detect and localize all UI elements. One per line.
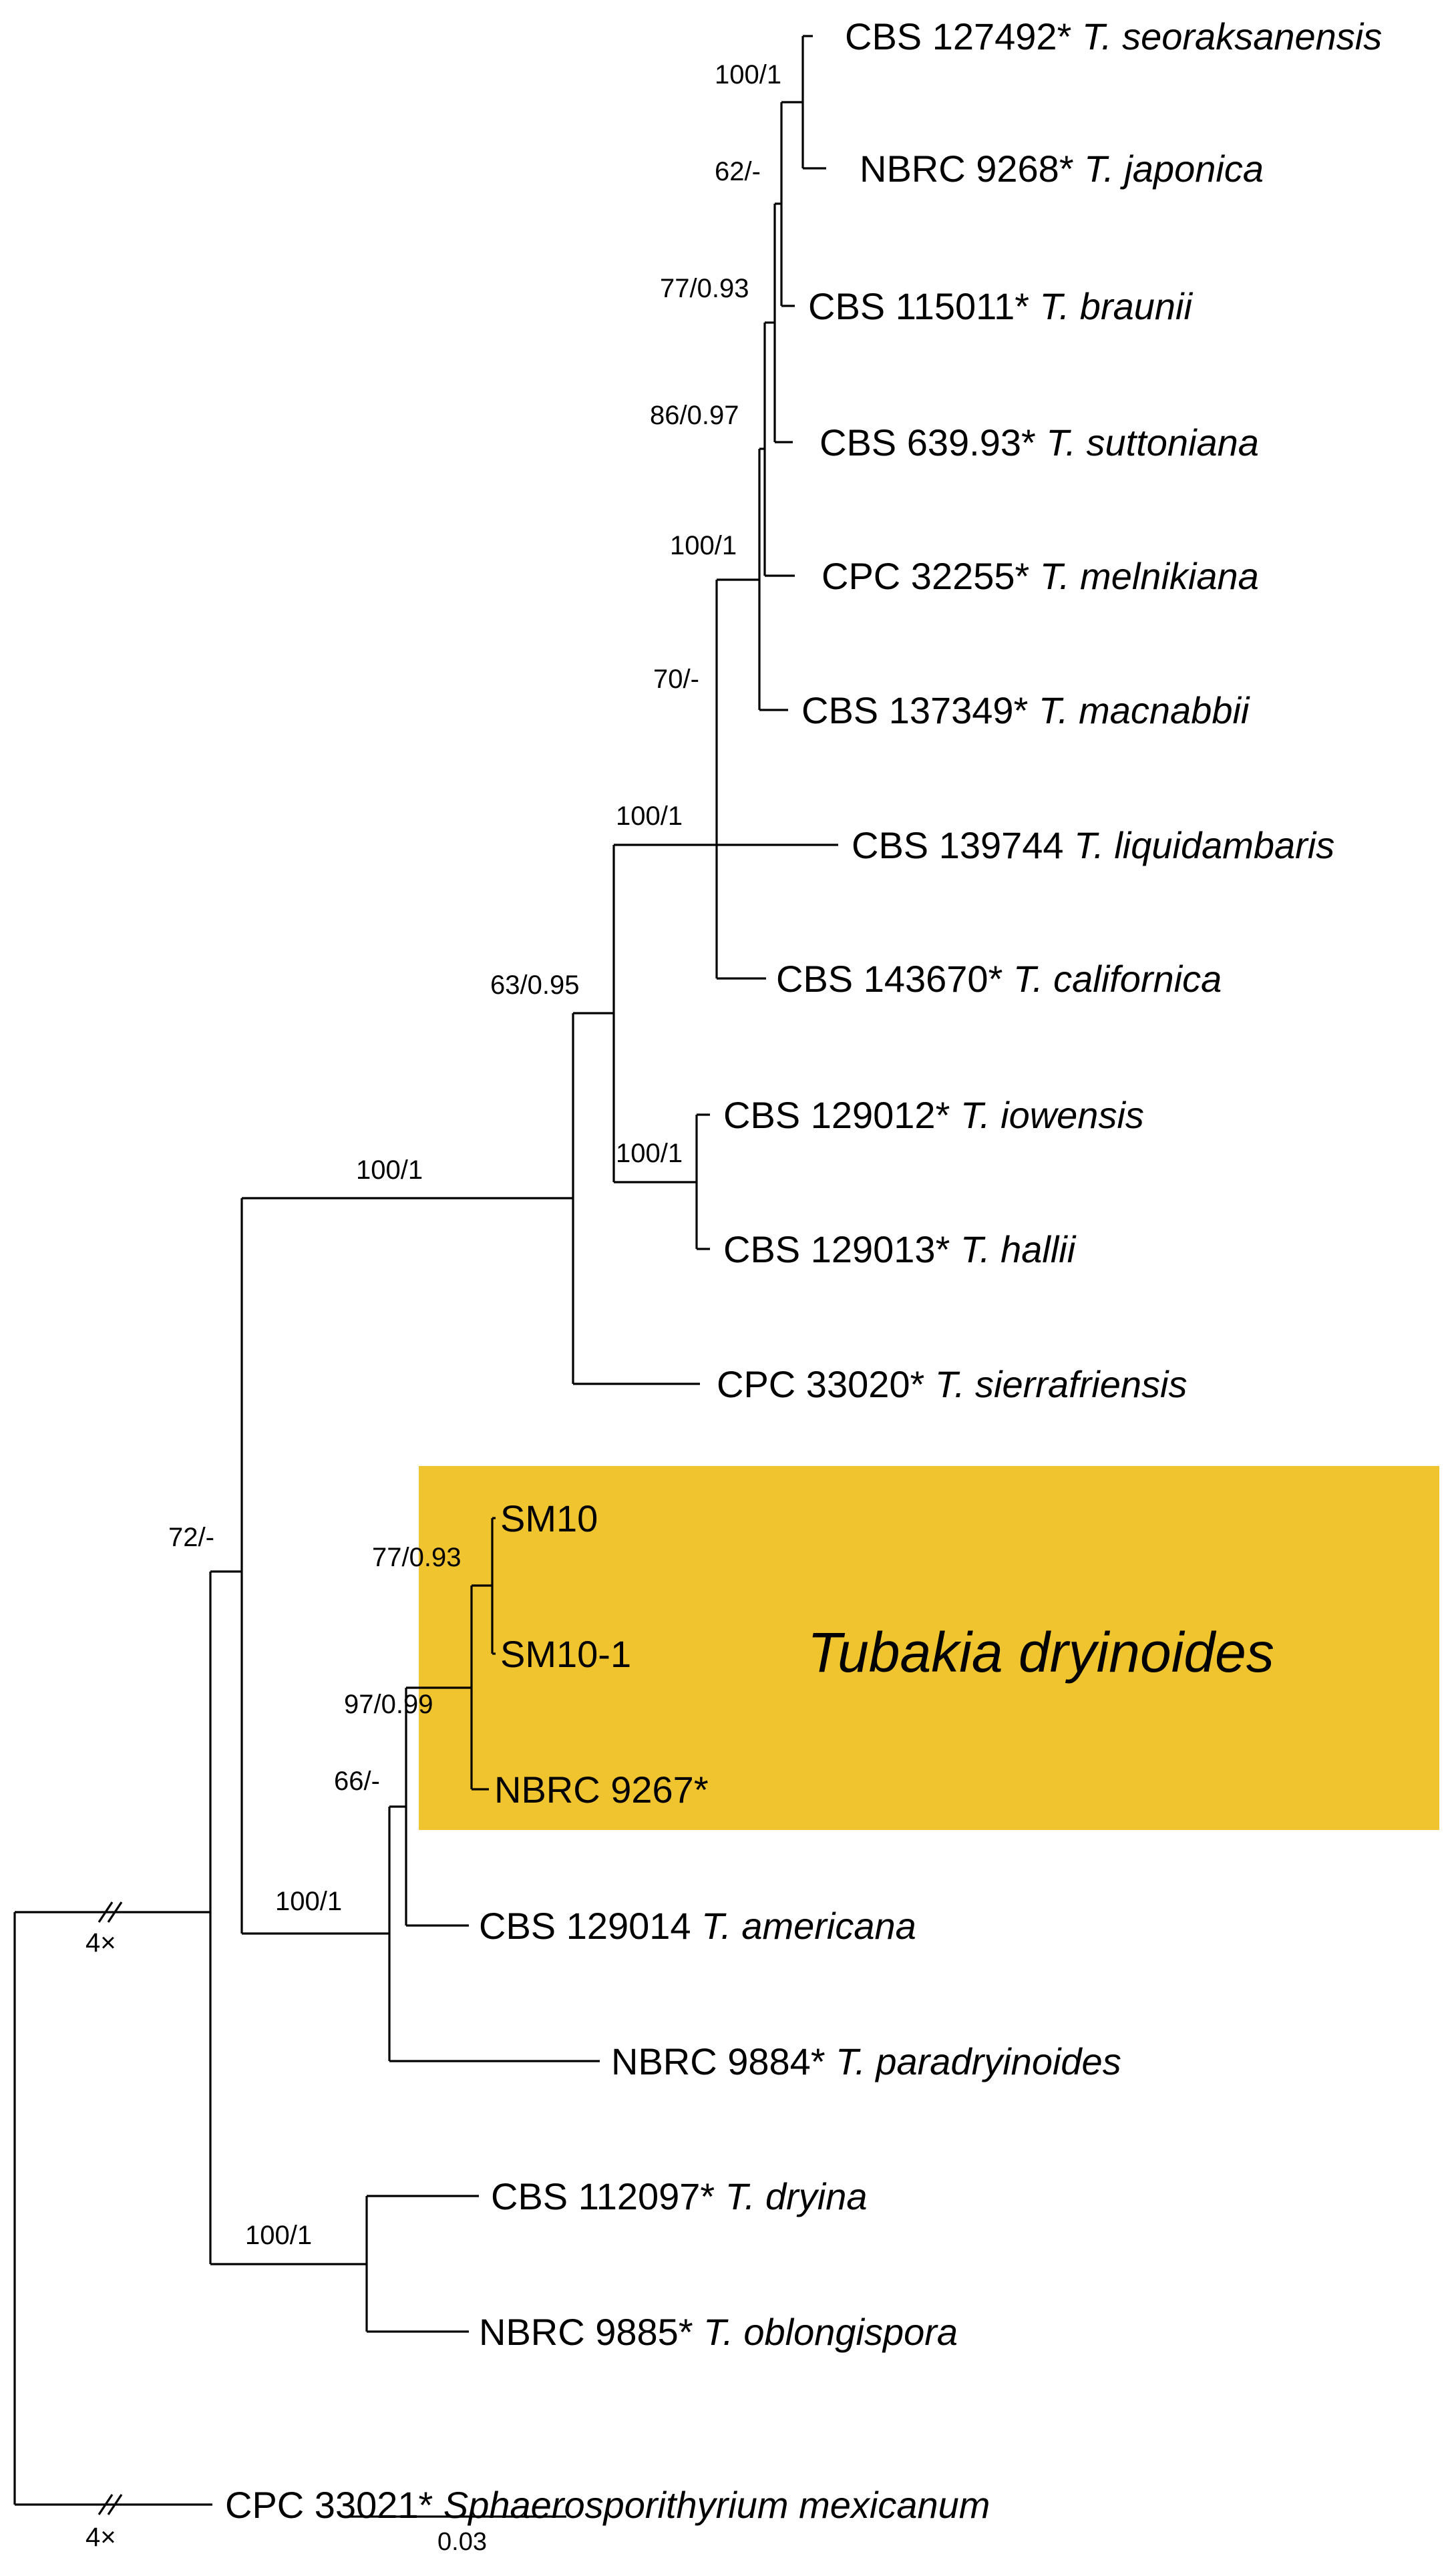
clade-highlight-box: [419, 1466, 1439, 1830]
scale-bar: 0.03: [349, 2515, 566, 2556]
support-label: 100/1: [356, 1155, 423, 1185]
support-label: 97/0.99: [344, 1690, 433, 1719]
break-marks: [98, 1901, 123, 2515]
support-label: 72/-: [168, 1523, 214, 1552]
tip-label-melnikiana: CPC 32255* T. melnikiana: [822, 555, 1259, 597]
tip-label-sierrafriensis: CPC 33020* T. sierrafriensis: [717, 1363, 1187, 1405]
tip-label-sm10-1: SM10-1: [500, 1633, 631, 1675]
support-label: 63/0.95: [490, 970, 579, 1000]
tree-branches: [13, 35, 838, 2506]
support-label: 100/1: [616, 801, 683, 831]
tip-label-americana: CBS 129014 T. americana: [479, 1905, 916, 1947]
tip-label-hallii: CBS 129013* T. hallii: [723, 1228, 1077, 1270]
tip-label-iowensis: CBS 129012* T. iowensis: [723, 1094, 1144, 1136]
tip-label-oblongispora: NBRC 9885* T. oblongispora: [479, 2311, 958, 2353]
support-label: 77/0.93: [372, 1543, 461, 1572]
tip-label-dryina: CBS 112097* T. dryina: [491, 2175, 868, 2217]
tip-labels: CBS 127492* T. seoraksanensis NBRC 9268*…: [225, 15, 1382, 2526]
support-label: 70/-: [653, 665, 699, 694]
tip-label-japonica: NBRC 9268* T. japonica: [860, 148, 1264, 190]
tip-label-liquidambaris: CBS 139744 T. liquidambaris: [852, 824, 1334, 866]
tip-label-macnabbii: CBS 137349* T. macnabbii: [801, 689, 1250, 731]
support-label: 100/1: [670, 531, 737, 560]
clade-label-tubakia-dryinoides: Tubakia dryinoides: [807, 1621, 1274, 1684]
tip-label-californica: CBS 143670* T. californica: [776, 958, 1222, 1000]
tip-label-nbrc9267: NBRC 9267*: [494, 1769, 709, 1811]
support-values: 100/1 62/- 77/0.93 86/0.97 100/1 70/- 10…: [168, 60, 781, 2250]
support-label: 100/1: [616, 1139, 683, 1168]
tip-label-suttoniana: CBS 639.93* T. suttoniana: [820, 421, 1259, 464]
break-mark-label-top: 4×: [85, 1928, 116, 1958]
support-label: 86/0.97: [650, 401, 739, 430]
support-label: 100/1: [245, 2221, 312, 2250]
tip-label-seoraksanensis: CBS 127492* T. seoraksanensis: [845, 15, 1382, 57]
support-label: 100/1: [275, 1887, 342, 1916]
support-label: 66/-: [334, 1767, 380, 1796]
support-label: 100/1: [715, 60, 781, 89]
tip-label-braunii: CBS 115011* T. braunii: [808, 285, 1193, 327]
tip-label-sm10: SM10: [500, 1497, 598, 1539]
tip-label-outgroup: CPC 33021* Sphaerosporithyrium mexicanum: [225, 2484, 990, 2526]
break-mark-label-bottom: 4×: [85, 2523, 116, 2552]
support-label: 77/0.93: [660, 274, 749, 303]
scale-bar-label: 0.03: [437, 2528, 487, 2556]
tip-label-paradryinoides: NBRC 9884* T. paradryinoides: [611, 2040, 1121, 2082]
support-label: 62/-: [715, 157, 761, 186]
